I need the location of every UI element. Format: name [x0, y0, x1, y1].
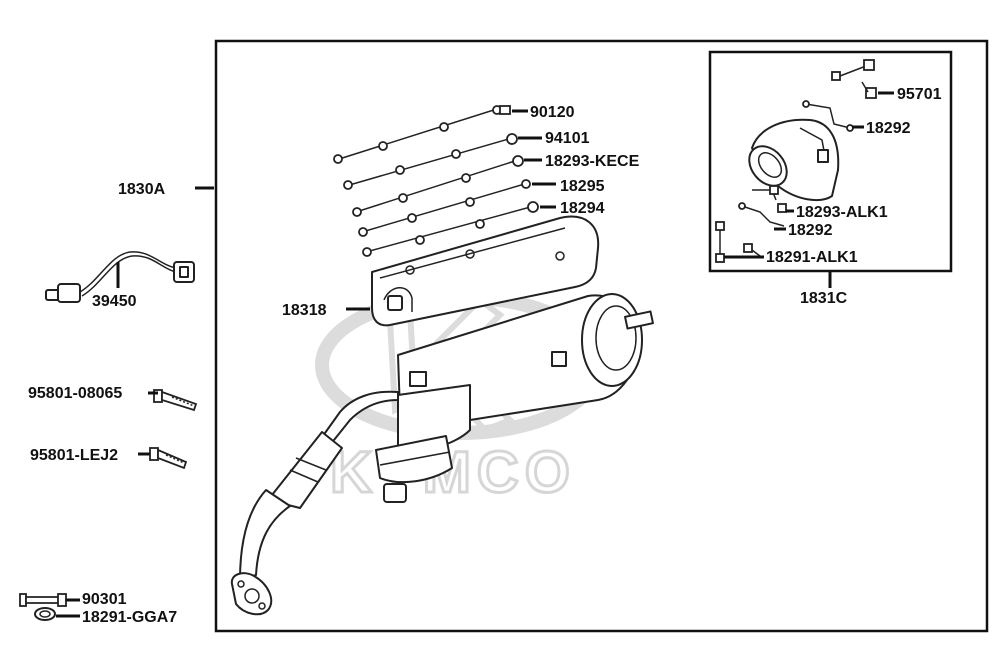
- heat-shield: [371, 215, 600, 327]
- label-bolt-long: 95801-08065: [28, 385, 122, 402]
- label-screw-small: 90301: [82, 591, 127, 608]
- label-screw-a: 90120: [530, 104, 575, 121]
- fastener-row-3: [352, 155, 524, 217]
- label-assembly-main: 1830A: [118, 181, 166, 198]
- inset-label-bracket-top: 18292: [866, 120, 911, 137]
- oxygen-sensor: [45, 251, 195, 303]
- inset-assembly-label: 1831C: [800, 290, 848, 307]
- fastener-row-4: [358, 179, 531, 237]
- inset-bolts: [831, 59, 877, 99]
- inset-frame: [708, 50, 953, 273]
- label-bracket-kece: 18293-KECE: [545, 153, 640, 170]
- inset-end-cap: [748, 118, 840, 202]
- label-bolt-short: 95801-LEJ2: [30, 447, 118, 464]
- inset-bracket-alk1: [738, 185, 787, 227]
- inset-label-bracket-mid: 18292: [788, 222, 833, 239]
- label-washer-a: 94101: [545, 130, 590, 147]
- label-sensor: 39450: [92, 293, 137, 310]
- inset-label-bracket-alk1: 18293-ALK1: [796, 204, 888, 221]
- label-gasket: 18291-GGA7: [82, 609, 177, 626]
- label-collar-a: 18294: [560, 200, 605, 217]
- small-screws: [19, 593, 67, 607]
- gasket-ring: [34, 607, 56, 621]
- muffler: [375, 293, 654, 503]
- fastener-row-1: [333, 105, 511, 164]
- inset-label-gasket-alk1: 18291-ALK1: [766, 249, 858, 266]
- exhaust-pipe: [230, 390, 399, 616]
- main-frame: [214, 39, 989, 633]
- short-bolt: [149, 447, 188, 470]
- label-nut-a: 18295: [560, 178, 605, 195]
- fastener-row-2: [343, 133, 518, 190]
- inset-label-bolt: 95701: [897, 86, 942, 103]
- long-bolt: [153, 389, 198, 412]
- label-heat-shield: 18318: [282, 302, 327, 319]
- fastener-row-5: [362, 201, 539, 257]
- watermark-text: KYMCO: [330, 440, 576, 505]
